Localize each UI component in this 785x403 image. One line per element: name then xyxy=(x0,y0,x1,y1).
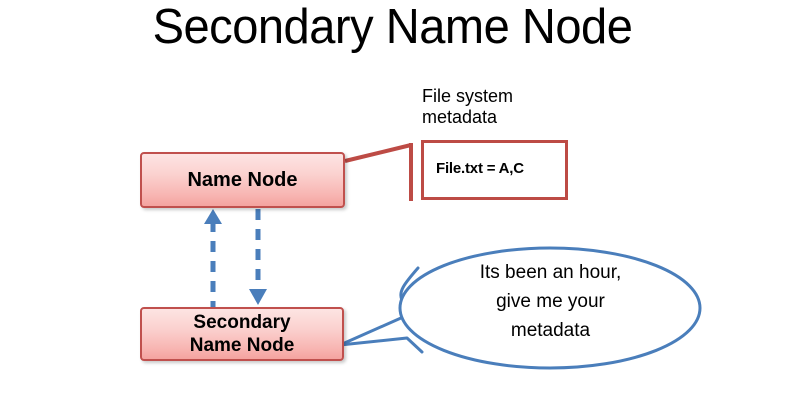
name-node-box[interactable]: Name Node xyxy=(140,152,345,208)
metadata-connector-line xyxy=(344,143,413,201)
dashed-arrow-down-icon xyxy=(249,209,267,305)
page-title: Secondary Name Node xyxy=(152,0,633,54)
speech-line-1: Its been an hour, xyxy=(479,262,622,283)
file-system-metadata-caption: File system metadata xyxy=(422,86,514,127)
metadata-record-box: File.txt = A,C xyxy=(421,140,568,200)
speech-bubble xyxy=(338,246,702,370)
secondary-name-node-label: Secondary Name Node xyxy=(190,311,295,357)
secondary-name-node-label-line2: Name Node xyxy=(189,335,295,356)
metadata-record-text: File.txt = A,C xyxy=(436,160,524,177)
secondary-name-node-box[interactable]: Secondary Name Node xyxy=(140,307,344,361)
secondary-name-node-label-line1: Secondary xyxy=(193,312,291,333)
speech-bubble-text: Its been an hour, give me your metadata xyxy=(418,258,683,345)
speech-line-2: give me your xyxy=(496,291,605,312)
speech-line-3: metadata xyxy=(510,320,591,341)
dashed-arrow-up-icon xyxy=(204,209,222,312)
name-node-label: Name Node xyxy=(187,168,298,191)
speech-bubble-body xyxy=(398,246,702,370)
